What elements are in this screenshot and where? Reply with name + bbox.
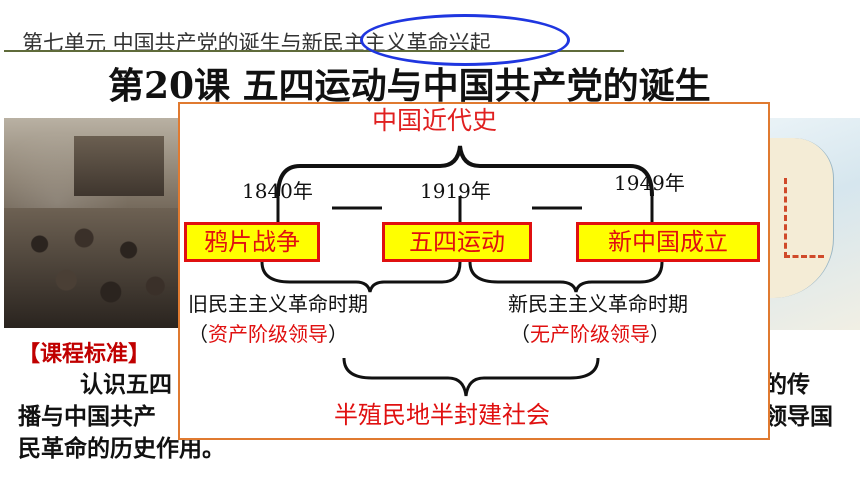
period-old-democratic: 旧民主主义革命时期	[188, 292, 368, 316]
period-new-democratic: 新民主主义革命时期	[508, 292, 688, 316]
old-period-brace	[260, 261, 462, 293]
year-1840: 1840年	[242, 179, 313, 203]
china-map-image	[764, 118, 860, 330]
map-route-lines	[784, 178, 824, 258]
map-land-shape	[764, 138, 834, 298]
standard-text-line2-left: 播与中国共产	[18, 404, 156, 430]
lesson-title: 第20课 五四运动与中国共产党的诞生	[108, 65, 711, 107]
new-period-brace	[468, 261, 664, 293]
old-leader-text: 资产阶级领导	[208, 322, 328, 346]
unit-title-strike-line	[4, 50, 624, 52]
semi-colonial-society: 半殖民地半封建社会	[334, 401, 550, 429]
period-new-leader: （无产阶级领导）	[510, 322, 670, 346]
event-may-fourth: 五四运动	[382, 222, 532, 262]
standard-text-line1-left: 认识五四	[80, 372, 172, 398]
event-opium-war: 鸦片战争	[184, 222, 320, 262]
course-standard-label: 【课程标准】	[18, 342, 151, 367]
year-1949: 1949年	[614, 171, 685, 195]
standard-text-line2-right: 领导国	[764, 404, 833, 430]
photo-gate-silhouette	[74, 136, 164, 196]
event-prc-founding: 新中国成立	[576, 222, 760, 262]
timeline-title: 中国近代史	[372, 106, 498, 135]
standard-text-line1-right: 的传	[764, 372, 810, 398]
period-old-leader: （资产阶级领导）	[188, 322, 348, 346]
photo-crowd-silhouette	[4, 208, 182, 328]
may-fourth-protest-photo	[4, 118, 182, 328]
timeline-panel	[178, 102, 770, 440]
year-1919: 1919年	[420, 179, 491, 203]
highlight-oval	[360, 14, 570, 66]
top-brace	[276, 145, 654, 197]
society-brace	[342, 357, 600, 397]
standard-text-line3: 民革命的历史作用。	[18, 436, 225, 462]
new-leader-text: 无产阶级领导	[530, 322, 650, 346]
